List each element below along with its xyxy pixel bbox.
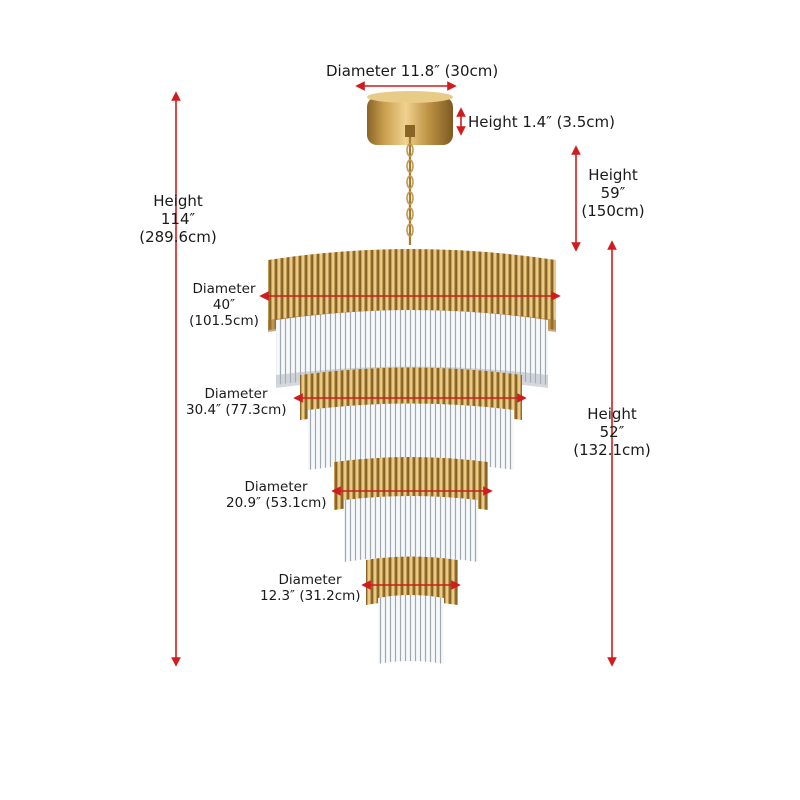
chain-height-line2: 59″	[600, 184, 626, 202]
canopy-diameter-label: Diameter 11.8″ (30cm)	[326, 62, 499, 80]
tier2-diameter-line1: Diameter	[204, 386, 268, 402]
tier4-diameter-line1: Diameter	[278, 572, 342, 588]
total-height-line2: 114″	[160, 210, 196, 228]
body-height-label: Height 52″ (132.1cm)	[570, 405, 654, 459]
tier3-diameter-line2: 20.9″ (53.1cm)	[226, 495, 327, 511]
tier-1	[268, 249, 556, 388]
tier-4	[366, 556, 458, 664]
canopy-height-label: Height 1.4″ (3.5cm)	[468, 113, 615, 131]
chain-height-label: Height 59″ (150cm)	[578, 166, 648, 220]
tier1-diameter-line3: (101.5cm)	[189, 313, 259, 329]
body-height-line3: (132.1cm)	[573, 441, 651, 459]
canopy	[367, 91, 453, 145]
tier4-diameter-label: Diameter 12.3″ (31.2cm)	[260, 572, 361, 604]
chain-height-line3: (150cm)	[581, 202, 645, 220]
tier4-diameter-line2: 12.3″ (31.2cm)	[260, 588, 361, 604]
chain	[406, 137, 414, 245]
chain-height-line1: Height	[588, 166, 638, 184]
tier2-diameter-label: Diameter 30.4″ (77.3cm)	[186, 386, 287, 418]
tier2-diameter-line2: 30.4″ (77.3cm)	[186, 402, 287, 418]
tier-2	[300, 367, 522, 470]
tier1-diameter-line2: 40″	[212, 297, 236, 313]
tier1-diameter-label: Diameter 40″ (101.5cm)	[184, 281, 264, 329]
body-height-line1: Height	[587, 405, 637, 423]
tier-3	[334, 457, 488, 562]
tier3-diameter-label: Diameter 20.9″ (53.1cm)	[226, 479, 327, 511]
total-height-line3: (289.6cm)	[139, 228, 217, 246]
total-height-label: Height 114″ (289.6cm)	[130, 192, 226, 246]
total-height-line1: Height	[153, 192, 203, 210]
tier3-diameter-line1: Diameter	[244, 479, 308, 495]
dimension-arrows	[171, 81, 617, 667]
body-height-line2: 52″	[599, 423, 625, 441]
tier1-diameter-line1: Diameter	[192, 281, 256, 297]
